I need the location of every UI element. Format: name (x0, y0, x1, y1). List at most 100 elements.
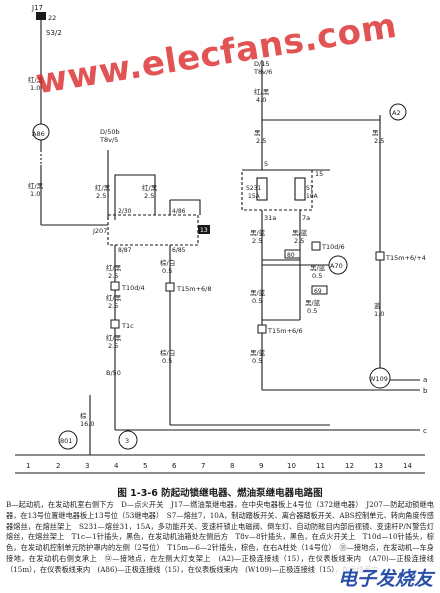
svg-text:c: c (423, 427, 427, 435)
figure-description: B—起动机，在发动机室右侧下方 D—点火开关 J17—燃油泵继电器，在中央电器板… (6, 500, 434, 574)
svg-text:6/85: 6/85 (172, 247, 186, 254)
svg-text:14: 14 (403, 462, 412, 470)
svg-text:红/黑: 红/黑 (106, 263, 122, 272)
svg-text:801: 801 (60, 437, 72, 445)
relay-j207-box (107, 214, 199, 246)
svg-text:2.5: 2.5 (108, 342, 118, 350)
svg-text:黑/蓝: 黑/蓝 (250, 288, 266, 297)
svg-text:6: 6 (172, 462, 177, 470)
grid-numbers: 1 2 3 4 5 6 7 8 9 10 11 12 13 14 (26, 462, 412, 470)
svg-text:2/30: 2/30 (118, 208, 132, 215)
wire-label: 红/黑 (28, 75, 44, 84)
svg-text:a: a (423, 376, 427, 384)
svg-text:9: 9 (259, 462, 263, 470)
svg-text:黑: 黑 (372, 129, 379, 137)
svg-text:0.5: 0.5 (307, 307, 317, 315)
svg-text:8: 8 (230, 462, 234, 470)
svg-text:T15m+6/8: T15m+6/8 (176, 285, 211, 293)
svg-text:16.0: 16.0 (80, 420, 94, 428)
svg-text:棕/白: 棕/白 (160, 258, 175, 267)
svg-text:T10d/4: T10d/4 (121, 284, 145, 292)
svg-text:黑/蓝: 黑/蓝 (292, 228, 308, 237)
svg-text:红/黑: 红/黑 (106, 293, 122, 302)
svg-text:T15m+6/+4: T15m+6/+4 (385, 254, 426, 262)
svg-text:D/15: D/15 (254, 60, 269, 68)
svg-text:2: 2 (56, 462, 60, 470)
svg-text:1: 1 (26, 462, 30, 470)
svg-text:2.5: 2.5 (294, 237, 304, 245)
svg-text:T15m+6/6: T15m+6/6 (267, 327, 302, 335)
svg-text:黑/蓝: 黑/蓝 (310, 263, 326, 272)
svg-text:13: 13 (374, 462, 383, 470)
svg-text:15A: 15A (248, 193, 261, 200)
svg-text:2.5: 2.5 (144, 192, 154, 200)
svg-text:0.5: 0.5 (252, 297, 262, 305)
svg-text:2.5: 2.5 (96, 192, 106, 200)
svg-text:7: 7 (201, 462, 205, 470)
svg-text:3: 3 (85, 462, 89, 470)
svg-text:黑/蓝: 黑/蓝 (250, 348, 266, 357)
svg-text:1.0: 1.0 (374, 310, 384, 318)
svg-text:红/黑: 红/黑 (254, 87, 270, 96)
svg-text:T1c: T1c (121, 322, 134, 330)
svg-text:2.5: 2.5 (108, 302, 118, 310)
svg-text:5: 5 (264, 160, 268, 168)
svg-text:T10d/6: T10d/6 (321, 243, 345, 251)
brand-logo: 电子发烧友 (334, 564, 436, 591)
svg-text:红/黑: 红/黑 (95, 183, 111, 192)
svg-text:2.5: 2.5 (256, 137, 266, 145)
svg-text:11: 11 (316, 462, 325, 470)
svg-text:1.0: 1.0 (30, 190, 40, 198)
wire-label: 红/黑 (28, 181, 44, 190)
svg-text:蓝: 蓝 (374, 301, 381, 310)
svg-text:10: 10 (287, 462, 296, 470)
relay-top-name: J17 (31, 4, 43, 12)
figure-caption: 图 1-3-6 防起动锁继电器、燃油泵继电器电路图 (117, 488, 323, 499)
svg-text:5: 5 (143, 462, 147, 470)
svg-text:S231: S231 (246, 185, 261, 192)
svg-text:10A: 10A (306, 193, 319, 200)
svg-text:红/黑: 红/黑 (106, 333, 122, 342)
switch-d-plug: T8v/5 (99, 136, 118, 144)
svg-text:S7: S7 (306, 185, 314, 192)
svg-text:4.0: 4.0 (256, 96, 266, 104)
svg-text:0.5: 0.5 (312, 272, 322, 280)
svg-text:2.5: 2.5 (374, 137, 384, 145)
svg-text:黑/蓝: 黑/蓝 (305, 298, 321, 307)
svg-text:31a: 31a (264, 214, 276, 222)
circuit-diagram: J17 22 S3/2 红/黑 1.0 A86 红/黑 1.0 D/50b T8… (15, 4, 428, 474)
node-a2: A2 (392, 109, 401, 117)
svg-text:69: 69 (314, 288, 322, 295)
svg-text:8/87: 8/87 (118, 247, 132, 254)
svg-text:红/黑: 红/黑 (142, 183, 158, 192)
svg-text:80: 80 (287, 252, 295, 259)
relay-j207-name: J207 (92, 227, 107, 235)
node-w109: W109 (369, 375, 388, 383)
relay-top-terminal: S3/2 (46, 29, 62, 37)
svg-text:7a: 7a (302, 214, 310, 222)
svg-text:3: 3 (125, 437, 129, 445)
relay-location: 13 (200, 227, 208, 234)
node-a70: A70 (330, 262, 343, 270)
svg-text:12: 12 (345, 462, 354, 470)
svg-text:1.0: 1.0 (30, 84, 40, 92)
svg-text:4: 4 (114, 462, 119, 470)
svg-text:T8v/6: T8v/6 (253, 68, 272, 76)
svg-text:黑: 黑 (254, 129, 261, 137)
svg-text:2.5: 2.5 (108, 272, 118, 280)
svg-text:棕: 棕 (80, 411, 87, 420)
fusebox (241, 169, 313, 211)
relay-top-pin: 22 (48, 14, 56, 22)
svg-text:15: 15 (315, 170, 323, 178)
svg-text:黑/蓝: 黑/蓝 (250, 228, 266, 237)
svg-text:0.5: 0.5 (252, 357, 262, 365)
node-a86: A86 (32, 130, 45, 138)
svg-text:b: b (423, 387, 428, 395)
svg-text:B/50: B/50 (106, 369, 121, 377)
switch-d-ref: D/50b (100, 128, 120, 136)
svg-text:4/86: 4/86 (172, 208, 186, 215)
svg-text:0.5: 0.5 (162, 357, 172, 365)
svg-text:0.5: 0.5 (162, 267, 172, 275)
svg-text:棕/白: 棕/白 (160, 348, 175, 357)
svg-text:2.5: 2.5 (252, 237, 262, 245)
